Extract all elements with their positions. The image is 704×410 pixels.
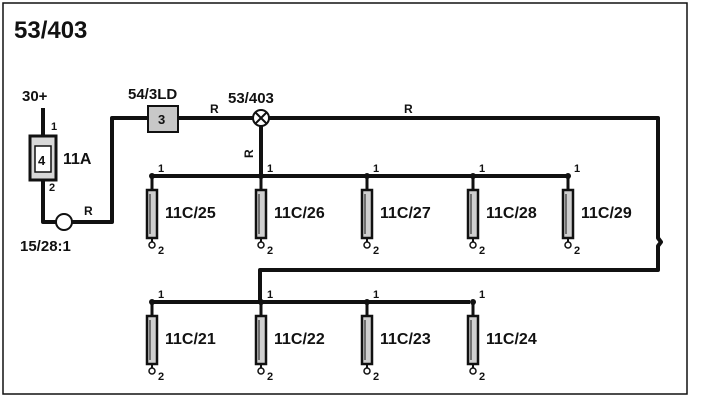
pin1-label: 1 <box>373 163 379 175</box>
wire-label-1: R <box>84 204 93 218</box>
component-bottom-2: 1 2 11C/23 <box>360 289 431 383</box>
component-label: 11C/27 <box>380 205 431 222</box>
component-top-1: 1 2 11C/26 <box>254 163 325 257</box>
top-row: 1 2 11C/25 1 2 11C/26 1 2 11C/27 1 2 11C/28 1 2 11C/29 <box>145 163 632 257</box>
supply-pin-bottom: 2 <box>49 182 55 194</box>
component-top-0: 1 2 11C/25 <box>145 163 216 257</box>
component-top-4: 1 2 11C/29 <box>561 163 632 257</box>
fuse-glyph: 4 <box>38 153 46 168</box>
supply-wire-bottom <box>41 180 57 224</box>
pin2-label: 2 <box>267 245 273 257</box>
component-label: 11C/23 <box>380 331 431 348</box>
ground-node <box>55 213 73 231</box>
diagram-title: 53/403 <box>14 17 87 44</box>
diagram-frame <box>2 2 688 395</box>
wire-node-relay <box>72 116 148 224</box>
wire-label-2: R <box>210 102 219 116</box>
component-label: 11C/21 <box>165 331 216 348</box>
wire-label-4: R <box>242 149 256 158</box>
component-label: 11C/28 <box>486 205 537 222</box>
fuse-label: 11A <box>63 151 92 168</box>
component-label: 11C/25 <box>165 205 216 222</box>
pin1-label: 1 <box>574 163 580 175</box>
component-bottom-1: 1 2 11C/22 <box>254 289 325 383</box>
bottom-row: 1 2 11C/21 1 2 11C/22 1 2 11C/23 1 2 11C/24 <box>145 289 537 383</box>
ground-node-label: 15/28:1 <box>20 238 71 255</box>
component-top-3: 1 2 11C/28 <box>466 163 537 257</box>
component-label: 11C/26 <box>274 205 325 222</box>
pin1-label: 1 <box>158 289 164 301</box>
pin2-label: 2 <box>373 245 379 257</box>
pin2-label: 2 <box>158 245 164 257</box>
relay-glyph: 3 <box>158 112 165 127</box>
pin1-label: 1 <box>267 163 273 175</box>
pin2-label: 2 <box>267 371 273 383</box>
junction <box>252 109 270 127</box>
component-label: 11C/29 <box>581 205 632 222</box>
component-top-2: 1 2 11C/27 <box>360 163 431 257</box>
wire-label-3: R <box>404 102 413 116</box>
relay-label: 54/3LD <box>128 86 177 103</box>
pin1-label: 1 <box>479 289 485 301</box>
pin2-label: 2 <box>373 371 379 383</box>
pin2-label: 2 <box>574 245 580 257</box>
pin2-label: 2 <box>158 371 164 383</box>
pin1-label: 1 <box>267 289 273 301</box>
component-label: 11C/24 <box>486 331 537 348</box>
supply-pin-top: 1 <box>51 121 57 133</box>
component-label: 11C/22 <box>274 331 325 348</box>
pin1-label: 1 <box>479 163 485 175</box>
junction-label: 53/403 <box>228 90 274 107</box>
supply-label: 30+ <box>22 88 48 105</box>
component-bottom-0: 1 2 11C/21 <box>145 289 216 383</box>
fuse: 4 <box>28 134 58 182</box>
pin2-label: 2 <box>479 371 485 383</box>
pin1-label: 1 <box>373 289 379 301</box>
pin2-label: 2 <box>479 245 485 257</box>
wire-junction-return <box>258 116 663 302</box>
relay: 3 <box>147 105 179 133</box>
component-bottom-3: 1 2 11C/24 <box>466 289 537 383</box>
pin1-label: 1 <box>158 163 164 175</box>
